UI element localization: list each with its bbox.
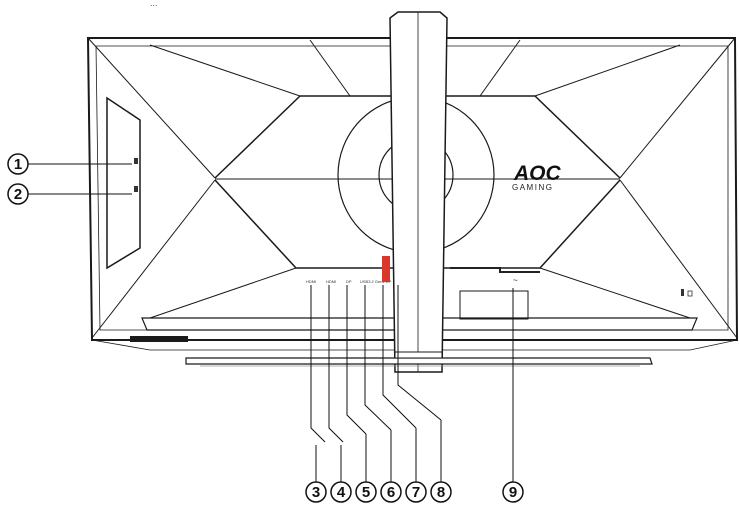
callout-2: 2 [7, 183, 132, 205]
callout-9: 9 [502, 288, 524, 503]
vent-slot [450, 267, 540, 273]
callout-number: 2 [14, 186, 22, 203]
port-label-usb-up: USB3.2 Gen1 UP [360, 279, 392, 284]
side-panel-outline [106, 96, 141, 270]
rating-label-area [459, 290, 529, 320]
port-label-hdmi-1: HDMI [306, 279, 316, 284]
leader-line [328, 285, 344, 443]
facet-line [91, 179, 216, 339]
foot-pad-left [130, 336, 188, 342]
leader-line [346, 285, 367, 435]
port-label-hdmi-2: HDMI [326, 279, 336, 284]
facet-line [539, 267, 691, 319]
callout-3: 3 [305, 285, 327, 503]
callout-number: 5 [362, 484, 370, 501]
facet-line [619, 179, 738, 339]
lock-symbol [687, 290, 693, 297]
callout-5: 5 [346, 285, 377, 503]
callout-number: 7 [412, 484, 420, 501]
ac-power-icon: ~ [513, 276, 518, 285]
callout-6: 6 [364, 285, 402, 503]
callout-circle [502, 481, 524, 503]
callout-number: 3 [312, 484, 320, 501]
usb-port-1 [134, 158, 138, 164]
callout-number: 8 [437, 484, 445, 501]
stand-collar [394, 351, 443, 359]
facet-line [309, 39, 351, 97]
callout-number: 9 [509, 484, 517, 501]
bottom-port-area: HDMI HDMI DP USB3.2 Gen1 UP ~ [306, 256, 693, 320]
accent-strip [382, 256, 390, 282]
brand-logo-text: AOC [513, 162, 562, 185]
stand [130, 11, 653, 373]
callout-1: 1 [7, 153, 132, 175]
callout-number: 1 [14, 156, 22, 173]
port-label-dp: DP [346, 279, 352, 284]
kensington-lock-icon [681, 289, 684, 296]
top-caption: ... [150, 0, 158, 8]
stand-base [185, 357, 653, 365]
leader-line [382, 285, 417, 429]
facet-line [149, 267, 297, 319]
facet-line [87, 37, 216, 179]
callout-number: 6 [387, 484, 395, 501]
callout-8: 8 [397, 285, 452, 503]
monitor-housing [86, 37, 739, 351]
brand-subline-text: GAMING [512, 183, 553, 192]
side-port-panel [106, 96, 141, 270]
housing-inner-frame [95, 45, 729, 331]
facet-line [534, 44, 681, 97]
leader-line [364, 285, 392, 431]
callout-number: 4 [337, 484, 346, 501]
bottom-lip [141, 317, 698, 331]
aoc-logo: AOC GAMING [512, 162, 562, 192]
facet-line [619, 37, 736, 179]
callout-4: 4 [328, 285, 352, 503]
usb-port-2 [134, 186, 138, 192]
stand-neck [389, 11, 448, 373]
facet-line [479, 39, 521, 97]
upper-panel-left [214, 95, 301, 179]
facet-line [149, 44, 301, 97]
callout-7: 7 [382, 285, 427, 503]
leader-line [397, 285, 442, 421]
leader-line [310, 285, 326, 443]
